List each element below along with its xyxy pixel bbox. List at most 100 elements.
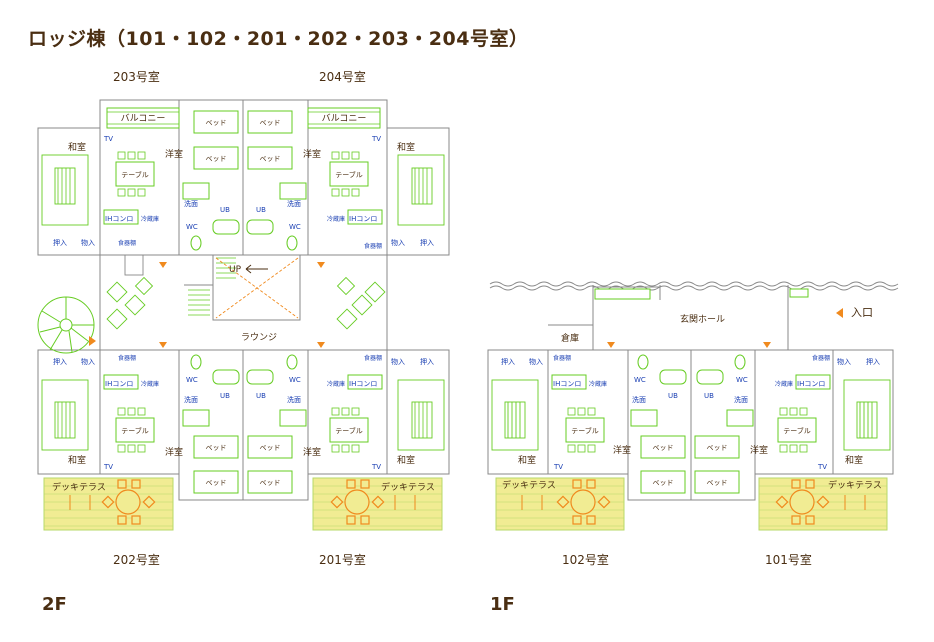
stair-dashed-x <box>215 257 299 319</box>
page-title: ロッジ棟（101・102・201・202・203・204号室） <box>28 28 529 50</box>
washitsu-label: 和室 <box>518 454 536 466</box>
youshitsu-label: 洋室 <box>303 148 321 160</box>
bathrooms-2f <box>182 182 307 427</box>
washitsu-label: 和室 <box>397 141 415 153</box>
tv-label: TV <box>371 463 381 471</box>
lounge-furniture <box>106 254 386 330</box>
youshitsu-label: 洋室 <box>303 446 321 458</box>
tatami-1f <box>491 379 891 451</box>
oshiire-label: 押入 <box>866 357 880 366</box>
shokkidana-label: 食器棚 <box>812 354 830 362</box>
senmen-label: 洗面 <box>184 199 198 208</box>
bed-label: ベッド <box>260 444 281 452</box>
oshiire-label: 押入 <box>420 357 434 366</box>
bed-label: ベッド <box>653 479 674 487</box>
ub-label: UB <box>256 206 266 214</box>
tatami-2f <box>41 154 445 451</box>
bed-label: ベッド <box>260 119 281 127</box>
floor-plan-2f <box>37 99 450 501</box>
kitchens-2f <box>103 209 383 390</box>
bathrooms-1f <box>630 354 754 427</box>
deck-label: デッキテラス <box>828 479 882 491</box>
tv-label: TV <box>103 135 113 143</box>
wc-label: WC <box>736 376 748 384</box>
monoire-label: 物入 <box>81 357 95 366</box>
wavy-boundary-1f <box>489 281 899 291</box>
ub-label: UB <box>704 392 714 400</box>
shokkidana-label: 食器棚 <box>364 242 382 250</box>
ub-label: UB <box>220 392 230 400</box>
floor-label-2f: 2F <box>42 594 67 615</box>
ub-label: UB <box>220 206 230 214</box>
bed-label: ベッド <box>260 155 281 163</box>
monoire-label: 物入 <box>529 357 543 366</box>
washitsu-label: 和室 <box>845 454 863 466</box>
up-label: UP <box>229 265 242 275</box>
oshiire-label: 押入 <box>53 357 67 366</box>
kitchens-1f <box>551 374 831 390</box>
ih-label: IHコンロ <box>349 215 377 223</box>
shokkidana-label: 食器棚 <box>553 354 571 362</box>
youshitsu-label: 洋室 <box>613 444 631 456</box>
balcony-203 <box>106 107 180 129</box>
table-label: テーブル <box>783 426 811 435</box>
tv-label: TV <box>817 463 827 471</box>
balcony-label: バルコニー <box>322 113 367 124</box>
shokkidana-label: 食器棚 <box>118 239 136 247</box>
shokkidana-label: 食器棚 <box>118 354 136 362</box>
table-label: テーブル <box>335 170 363 179</box>
oshiire-label: 押入 <box>53 238 67 247</box>
bed-label: ベッド <box>206 155 227 163</box>
ih-label: IHコンロ <box>797 380 825 388</box>
shokkidana-label: 食器棚 <box>364 354 382 362</box>
balcony-204 <box>307 107 381 129</box>
bed-label: ベッド <box>707 479 728 487</box>
deck-label: デッキテラス <box>52 481 106 493</box>
bed-label: ベッド <box>206 444 227 452</box>
senmen-label: 洗面 <box>734 395 748 404</box>
deck-terrace-202 <box>43 477 174 531</box>
balcony-label: バルコニー <box>121 113 166 124</box>
room-label-204: 204号室 <box>319 70 366 84</box>
table-label: テーブル <box>121 170 149 179</box>
arrow-markers-1f <box>607 308 843 348</box>
room-label-102: 102号室 <box>562 553 609 567</box>
senmen-label: 洗面 <box>184 395 198 404</box>
bed-label: ベッド <box>206 479 227 487</box>
room-label-101: 101号室 <box>765 553 812 567</box>
tatami-stripes-2f <box>57 168 428 438</box>
wc-label: WC <box>289 223 301 231</box>
youshitsu-label: 洋室 <box>750 444 768 456</box>
monoire-label: 物入 <box>391 357 405 366</box>
room-label-201: 201号室 <box>319 553 366 567</box>
senmen-label: 洗面 <box>287 199 301 208</box>
fridge-label: 冷蔵庫 <box>327 215 345 223</box>
washitsu-label: 和室 <box>68 141 86 153</box>
monoire-label: 物入 <box>81 238 95 247</box>
monoire-label: 物入 <box>391 238 405 247</box>
oshiire-label: 押入 <box>501 357 515 366</box>
arrow-markers-2f <box>89 262 325 348</box>
ub-label: UB <box>668 392 678 400</box>
tables-1f <box>565 417 817 443</box>
tv-label: TV <box>371 135 381 143</box>
beds-2f <box>193 110 293 494</box>
table-label: テーブル <box>335 426 363 435</box>
tv-label: TV <box>553 463 563 471</box>
chairs-2f <box>117 151 360 453</box>
washitsu-label: 和室 <box>397 454 415 466</box>
deck-label: デッキテラス <box>381 481 435 493</box>
fridge-label: 冷蔵庫 <box>775 380 793 388</box>
fridge-label: 冷蔵庫 <box>327 380 345 388</box>
floor-plan-1f <box>487 285 894 501</box>
ih-label: IHコンロ <box>553 380 581 388</box>
bed-label: ベッド <box>653 444 674 452</box>
up-arrow-icon <box>245 264 268 274</box>
fridge-label: 冷蔵庫 <box>589 380 607 388</box>
youshitsu-label: 洋室 <box>165 446 183 458</box>
ih-label: IHコンロ <box>349 380 377 388</box>
deck-terrace-101 <box>758 477 888 531</box>
wc-label: WC <box>289 376 301 384</box>
senmen-label: 洗面 <box>632 395 646 404</box>
